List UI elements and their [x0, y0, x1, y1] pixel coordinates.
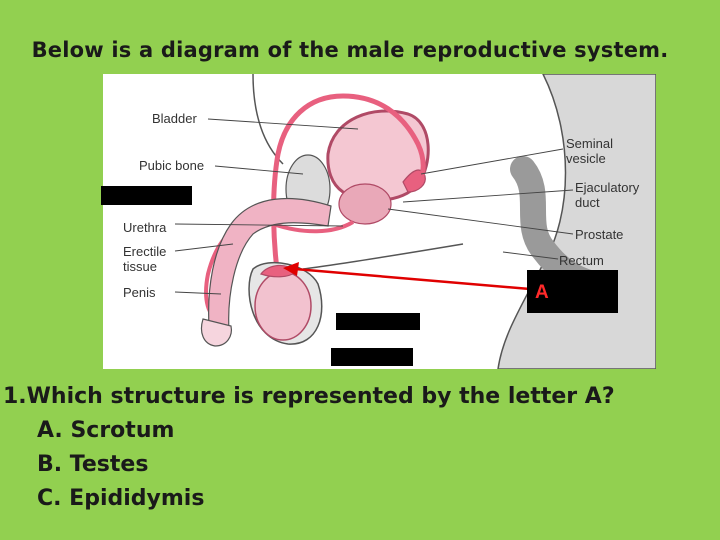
label-prostate: Prostate [575, 227, 624, 242]
label-seminal: Seminal [566, 136, 613, 151]
label-ejaculatory: Ejaculatory [575, 180, 640, 195]
hidden-label-box [101, 186, 192, 205]
question-block: 1.Which structure is represented by the … [3, 380, 615, 516]
option-c[interactable]: C. Epididymis [37, 486, 205, 511]
label-pubic-bone: Pubic bone [139, 158, 205, 173]
label-duct: duct [575, 195, 600, 210]
hidden-label-box [336, 313, 420, 330]
letter-a-box: A [527, 270, 618, 313]
arrow-line [294, 267, 531, 291]
arrow-head [283, 262, 299, 276]
label-bladder: Bladder [152, 111, 197, 126]
option-b[interactable]: B. Testes [37, 452, 149, 477]
testis-shape [254, 271, 312, 341]
label-rectum: Rectum [559, 253, 604, 268]
label-erectile: Erectile [123, 244, 167, 259]
label-urethra: Urethra [123, 220, 167, 235]
hidden-label-box [331, 348, 413, 366]
glans-shape [200, 318, 232, 347]
label-penis: Penis [123, 285, 156, 300]
prostate-shape [338, 183, 392, 225]
label-tissue: tissue [123, 259, 157, 274]
question-text: 1.Which structure is represented by the … [3, 384, 615, 409]
slide-title: Below is a diagram of the male reproduct… [31, 38, 669, 62]
option-a[interactable]: A. Scrotum [37, 418, 175, 443]
leader-lines [174, 118, 574, 295]
label-vesicle: vesicle [566, 151, 606, 166]
letter-a-label: A [535, 282, 549, 303]
